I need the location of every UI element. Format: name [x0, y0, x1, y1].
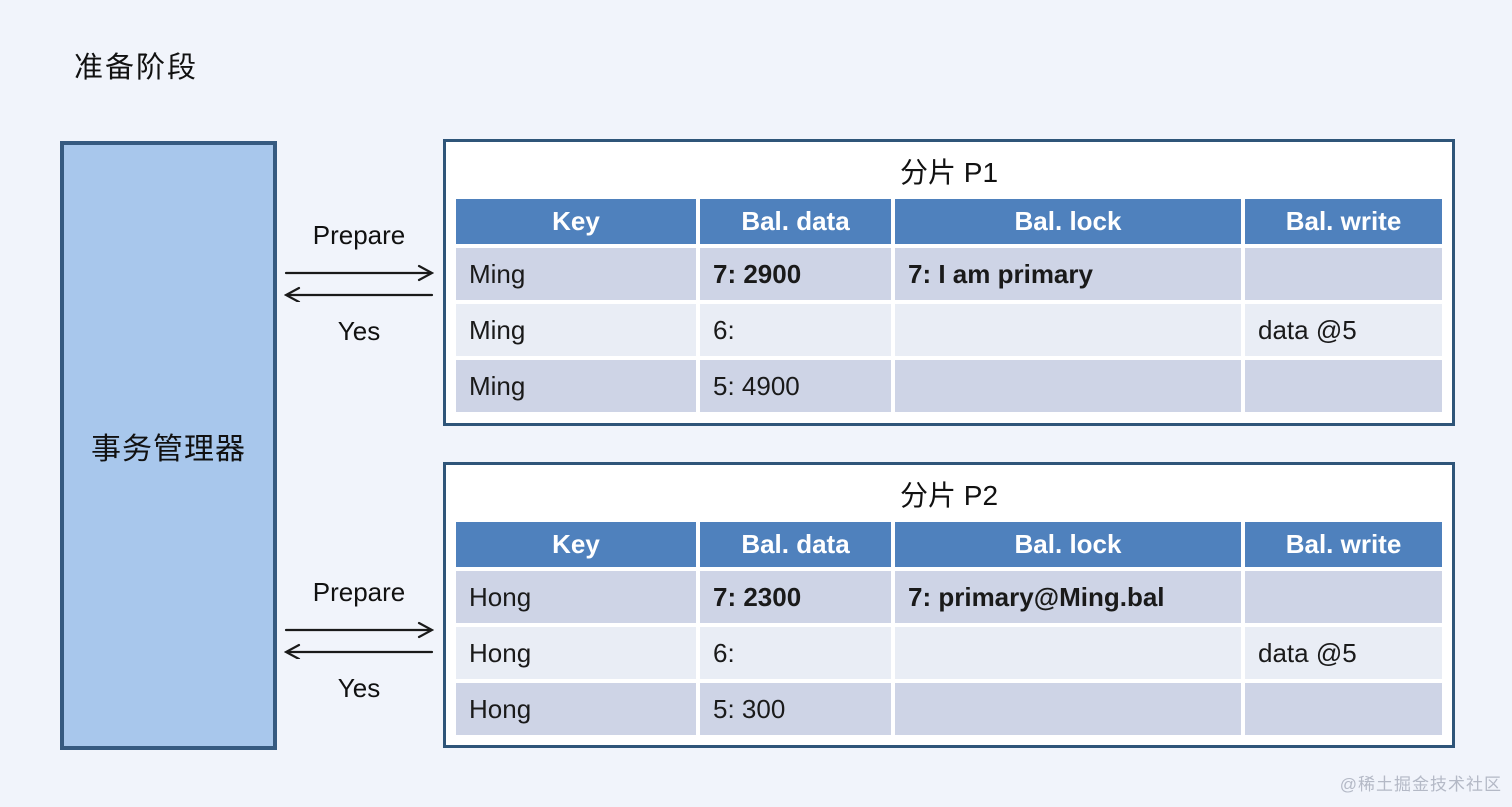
table-cell: 5: 300: [700, 683, 891, 735]
column-header-bal-data: Bal. data: [700, 199, 891, 244]
table-cell: [895, 360, 1241, 412]
column-header-bal-write: Bal. write: [1245, 522, 1442, 567]
shard-p1-table: Key Bal. data Bal. lock Bal. write Ming …: [456, 199, 1442, 412]
table-cell: Ming: [456, 360, 696, 412]
flow-arrows: [284, 264, 434, 302]
page-title: 准备阶段: [74, 52, 199, 84]
shard-p2-table: Key Bal. data Bal. lock Bal. write Hong …: [456, 522, 1442, 735]
table-cell: Hong: [456, 683, 696, 735]
prepare-label: Prepare: [312, 577, 406, 607]
request-response-arrows-icon: [284, 621, 434, 659]
table-cell: Ming: [456, 248, 696, 300]
column-header-bal-data: Bal. data: [700, 522, 891, 567]
shard-p2-panel: 分片 P2 Key Bal. data Bal. lock Bal. write…: [443, 462, 1455, 748]
table-cell: Hong: [456, 627, 696, 679]
table-cell: [1245, 248, 1442, 300]
column-header-bal-write: Bal. write: [1245, 199, 1442, 244]
table-cell: Hong: [456, 571, 696, 623]
yes-label: Yes: [337, 673, 381, 703]
table-cell: data @5: [1245, 304, 1442, 356]
prepare-label: Prepare: [312, 220, 406, 250]
flow-arrows: [284, 621, 434, 659]
transaction-manager-box: 事务管理器: [60, 141, 277, 750]
shard-p2-title: 分片 P2: [899, 480, 999, 511]
column-header-bal-lock: Bal. lock: [895, 522, 1241, 567]
table-cell: [895, 304, 1241, 356]
table-cell: [1245, 571, 1442, 623]
table-cell: 7: 2900: [700, 248, 891, 300]
table-cell: 5: 4900: [700, 360, 891, 412]
shard-p1-panel: 分片 P1 Key Bal. data Bal. lock Bal. write…: [443, 139, 1455, 426]
flow-group-p2: Prepare Yes: [284, 577, 434, 717]
table-cell: 7: 2300: [700, 571, 891, 623]
table-cell: [1245, 683, 1442, 735]
column-header-bal-lock: Bal. lock: [895, 199, 1241, 244]
transaction-manager-label: 事务管理器: [91, 432, 246, 466]
request-response-arrows-icon: [284, 264, 434, 302]
table-cell: [895, 683, 1241, 735]
column-header-key: Key: [456, 522, 696, 567]
table-cell: 7: primary@Ming.bal: [895, 571, 1241, 623]
column-header-key: Key: [456, 199, 696, 244]
flow-group-p1: Prepare Yes: [284, 220, 434, 360]
yes-label: Yes: [337, 316, 381, 346]
table-cell: 7: I am primary: [895, 248, 1241, 300]
shard-p1-title: 分片 P1: [899, 157, 999, 188]
watermark: @稀土掘金技术社区: [1339, 775, 1502, 794]
table-cell: Ming: [456, 304, 696, 356]
table-cell: [1245, 360, 1442, 412]
table-cell: [895, 627, 1241, 679]
table-cell: 6:: [700, 304, 891, 356]
table-cell: 6:: [700, 627, 891, 679]
table-cell: data @5: [1245, 627, 1442, 679]
